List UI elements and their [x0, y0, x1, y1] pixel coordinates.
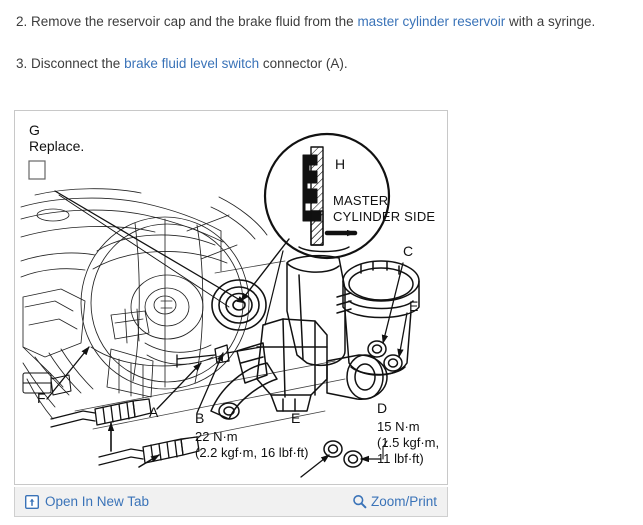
- zoom-print-label: Zoom/Print: [370, 494, 437, 509]
- figure-torque-d-line3: 11 lbf·ft): [377, 451, 424, 466]
- figure-torque-d-line2: (1.5 kgf·m,: [377, 435, 439, 450]
- instruction-step-2: 2. Remove the reservoir cap and the brak…: [16, 13, 595, 30]
- step-3-text-before: Disconnect the: [27, 56, 125, 71]
- figure-label-c: C: [403, 243, 413, 259]
- figure-panel[interactable]: G Replace. H MASTER CYLINDER SIDE C E F …: [14, 110, 448, 485]
- figure-torque-b-line2: (2.2 kgf·m, 16 lbf·ft): [195, 445, 308, 460]
- figure-torque-d-line1: 15 N·m: [377, 419, 420, 434]
- link-brake-fluid-level-switch[interactable]: brake fluid level switch: [124, 56, 260, 71]
- brake-master-cylinder-diagram: G Replace. H MASTER CYLINDER SIDE C E F …: [20, 122, 439, 478]
- figure-label-f: F: [37, 390, 46, 406]
- open-in-new-tab-button[interactable]: Open In New Tab: [25, 493, 149, 510]
- open-in-new-tab-icon: [25, 494, 39, 509]
- figure-label-e-right: E: [409, 298, 418, 314]
- figure-label-h: H: [335, 156, 345, 172]
- figure-label-b: B: [195, 410, 204, 426]
- step-3-number: 3.: [16, 56, 28, 71]
- step-3-text-after: connector (A).: [259, 56, 348, 71]
- figure-callout-caption-line1: MASTER: [333, 193, 388, 208]
- step-2-number: 2.: [16, 14, 28, 29]
- magnifier-icon: [353, 494, 367, 509]
- figure-toolbar: Open In New Tab Zoom/Print: [14, 487, 448, 517]
- figure-torque-b-line1: 22 N·m: [195, 429, 238, 444]
- instruction-step-3: 3. Disconnect the brake fluid level swit…: [16, 55, 348, 72]
- open-in-new-tab-label: Open In New Tab: [45, 494, 150, 509]
- step-2-text-before: Remove the reservoir cap and the brake f…: [27, 14, 358, 29]
- figure-callout-caption-line2: CYLINDER SIDE: [333, 209, 435, 224]
- figure-label-a: A: [149, 404, 159, 420]
- figure-note-letter-g: G: [29, 122, 40, 138]
- step-2-text-after: with a syringe.: [505, 14, 596, 29]
- figure-note-replace: Replace.: [29, 138, 84, 154]
- figure-replace-checkbox[interactable]: [28, 160, 46, 180]
- figure-label-d: D: [377, 400, 387, 416]
- zoom-print-button[interactable]: Zoom/Print: [352, 493, 437, 510]
- figure-label-e-bottom: E: [291, 410, 300, 426]
- link-master-cylinder-reservoir[interactable]: master cylinder reservoir: [357, 14, 506, 29]
